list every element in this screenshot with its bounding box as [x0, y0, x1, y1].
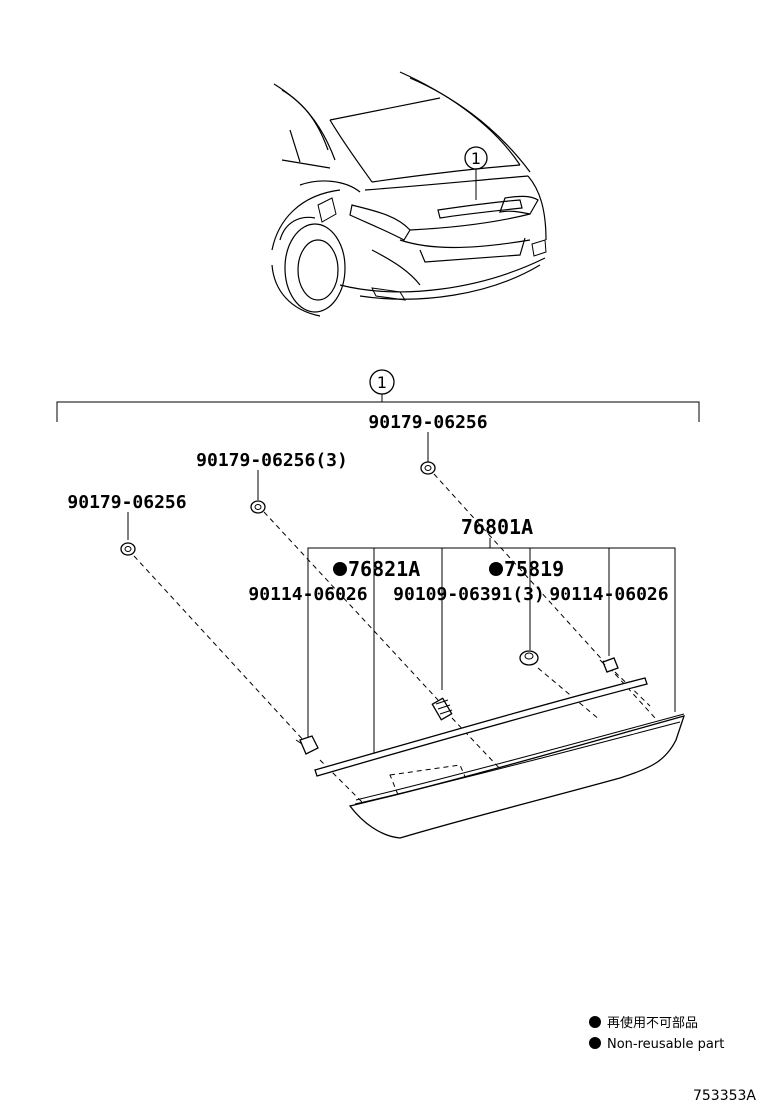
label-screw-left: 90114-06026	[248, 584, 367, 605]
moulding-strip	[314, 677, 648, 777]
label-clip-top-right: 90179-06256	[368, 412, 487, 433]
clip-top-right-icon	[420, 461, 436, 475]
garnish-panel	[348, 713, 686, 839]
legend-dot-en	[589, 1037, 601, 1049]
label-emblem: 75819	[504, 557, 564, 581]
label-clip-left: 90179-06256	[67, 492, 186, 513]
diagram-id: 753353A	[693, 1088, 756, 1104]
legend-jp: 再使用不可部品	[607, 1015, 698, 1031]
label-moulding: 76821A	[348, 557, 420, 581]
stud-bolt-icon	[431, 697, 453, 721]
car-rear-illustration	[271, 71, 547, 317]
screw-left-icon	[295, 735, 319, 755]
non-reusable-dot-emblem	[489, 562, 503, 576]
legend-en: Non-reusable part	[607, 1037, 724, 1052]
legend: 再使用不可部品 Non-reusable part	[589, 1015, 724, 1052]
screw-right-icon	[599, 657, 619, 673]
clip-left-icon	[120, 542, 136, 556]
assembly-callout-number: 1	[377, 373, 387, 392]
label-clip-mid: 90179-06256(3)	[196, 450, 348, 471]
clip-mid-icon	[250, 500, 266, 514]
label-assembly: 76801A	[461, 515, 533, 539]
legend-dot-jp	[589, 1016, 601, 1028]
label-screw-right: 90114-06026	[549, 584, 668, 605]
car-callout-number: 1	[471, 149, 481, 168]
assembly-bracket	[56, 369, 700, 422]
sub-assembly-box	[307, 538, 676, 756]
non-reusable-dot-moulding	[333, 562, 347, 576]
emblem-clip-icon	[519, 650, 539, 666]
label-clip-set: 90109-06391(3)	[393, 584, 545, 605]
